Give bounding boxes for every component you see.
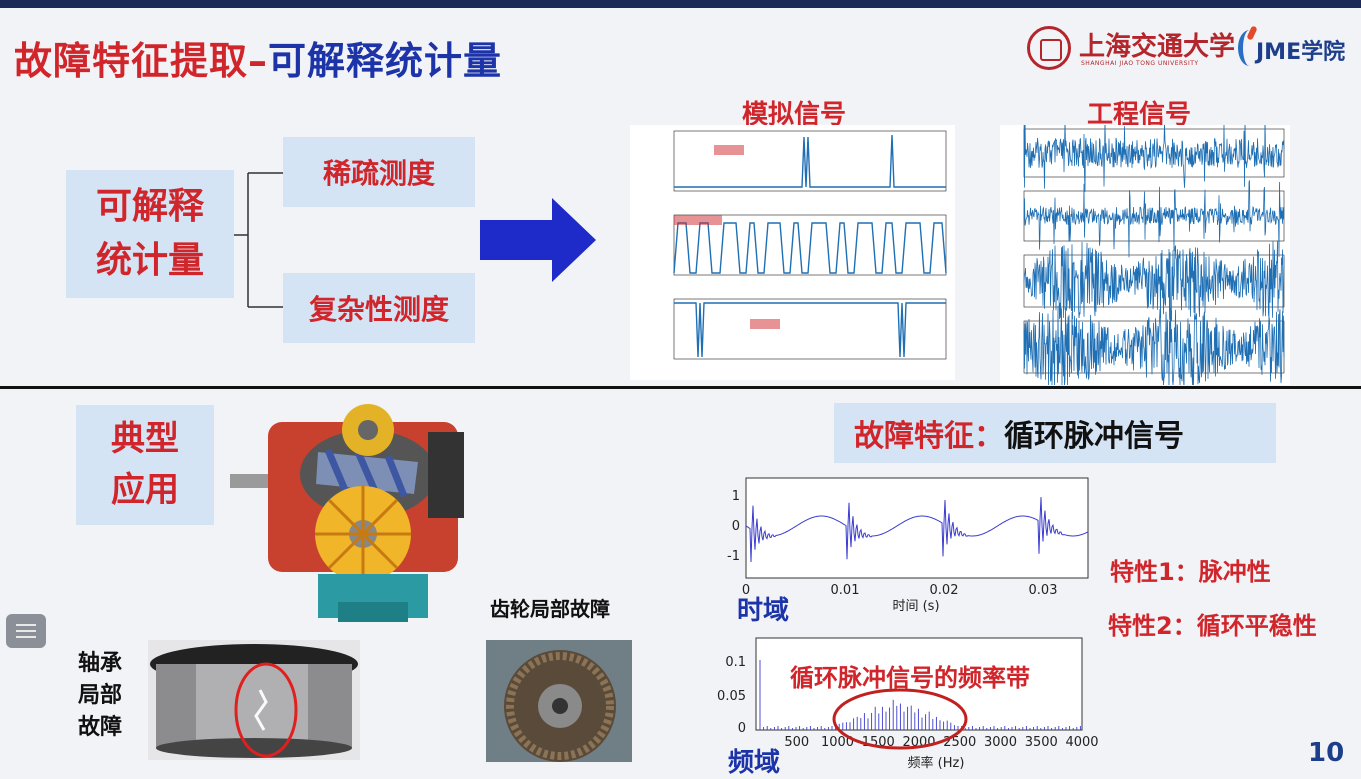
app-line2: 应用 <box>111 470 179 510</box>
gear-fault-label: 齿轮局部故障 <box>490 597 610 621</box>
engineering-signal-figure <box>1000 125 1290 385</box>
time-signal-line <box>745 497 1089 563</box>
title-part2: 可解释统计量 <box>268 39 503 83</box>
frequency-band-note: 循环脉冲信号的频率带 <box>790 664 1030 692</box>
time-axis-label: 时间 (s) <box>892 599 939 614</box>
bearing-label-line3: 故障 <box>78 714 123 740</box>
time-y-tick: 0 <box>732 519 740 534</box>
time-x-tick: 0.01 <box>831 583 860 598</box>
time-y-tick: 1 <box>732 489 740 504</box>
frequency-band-circle <box>832 688 968 750</box>
freq-x-tick: 3000 <box>984 735 1017 750</box>
jme-logo-text: JME学院 <box>1256 40 1346 65</box>
complexity-measure-box: 复杂性测度 <box>283 273 475 343</box>
gear-fault-photo <box>486 640 632 762</box>
bearing-label: 轴承 局部 故障 <box>78 648 122 744</box>
fault-feature-box: 故障特征：循环脉冲信号 <box>834 403 1276 463</box>
engineering-signal-line <box>1023 180 1285 258</box>
bearing-fault-photo <box>148 640 360 760</box>
title-part1: 故障特征提取 <box>14 39 249 83</box>
page-number: 10 <box>1308 738 1345 768</box>
freq-x-tick: 4000 <box>1065 735 1098 750</box>
spectrum-lines <box>759 660 1081 730</box>
gearbox-cutaway-image <box>230 404 464 622</box>
freq-x-tick: 1000 <box>821 735 854 750</box>
sparsity-measure-box: 稀疏测度 <box>283 137 475 207</box>
engineering-signal-line <box>1023 305 1285 385</box>
tree-connector <box>234 172 283 308</box>
arrow-right-icon <box>480 198 596 282</box>
bearing-label-line1: 轴承 <box>78 651 123 676</box>
freq-y-tick: 0 <box>738 721 746 736</box>
property-impulsive: 特性1：脉冲性 <box>1110 558 1271 586</box>
top-bar <box>0 0 1361 8</box>
simulated-signal-figure <box>630 125 955 380</box>
time-x-tick: 0 <box>742 583 750 598</box>
freq-y-tick: 0.05 <box>717 689 746 704</box>
sim-label-3-mark <box>750 319 780 329</box>
time-y-tick: -1 <box>727 549 740 564</box>
engineering-signal-line <box>1023 125 1285 192</box>
jme-mark-icon <box>1238 30 1261 66</box>
title-dash: – <box>248 39 269 83</box>
fault-feature-value: 循环脉冲信号 <box>1004 419 1184 454</box>
time-x-tick: 0.02 <box>930 583 959 598</box>
frequency-domain-label: 频域 <box>728 748 781 778</box>
sim-label-1-mark <box>714 145 744 155</box>
time-domain-label: 时域 <box>737 596 790 626</box>
sim-signal-2 <box>673 222 947 274</box>
sim-label-2-mark <box>674 215 722 225</box>
sjtu-logo-cn: 上海交通大学 <box>1079 32 1236 62</box>
app-line1: 典型 <box>111 419 179 459</box>
main-box-line1: 可解释 <box>95 186 204 227</box>
sim-signal-1 <box>674 134 946 188</box>
sjtu-logo: 上海交通大学 SHANGHAI JIAO TONG UNIVERSITY <box>1027 24 1235 74</box>
sim-signal-3 <box>674 302 946 358</box>
sjtu-seal-icon <box>1027 26 1071 70</box>
menu-button[interactable] <box>6 614 46 648</box>
sjtu-logo-en: SHANGHAI JIAO TONG UNIVERSITY <box>1081 60 1199 67</box>
jme-logo: JME学院 <box>1238 26 1356 70</box>
slide-title: 故障特征提取–可解释统计量 <box>14 30 502 85</box>
interpretable-statistics-box: 可解释统计量 <box>66 170 234 298</box>
property-cyclostationary: 特性2：循环平稳性 <box>1108 612 1317 640</box>
freq-x-tick: 3500 <box>1025 735 1058 750</box>
freq-y-tick: 0.1 <box>725 655 746 670</box>
freq-axis-label: 频率 (Hz) <box>908 755 965 771</box>
time-domain-plot: 1 0 -1 0 0.01 0.02 0.03 时间 (s) <box>727 477 1089 614</box>
main-box-line2: 统计量 <box>95 240 204 281</box>
section-divider <box>0 386 1361 389</box>
engineering-signal-line <box>1023 240 1285 322</box>
freq-x-tick: 500 <box>784 735 809 750</box>
fault-feature-key: 故障特征： <box>854 419 1004 454</box>
time-x-tick: 0.03 <box>1029 583 1058 598</box>
bearing-label-line2: 局部 <box>78 682 123 708</box>
typical-application-box: 典型应用 <box>76 405 214 525</box>
